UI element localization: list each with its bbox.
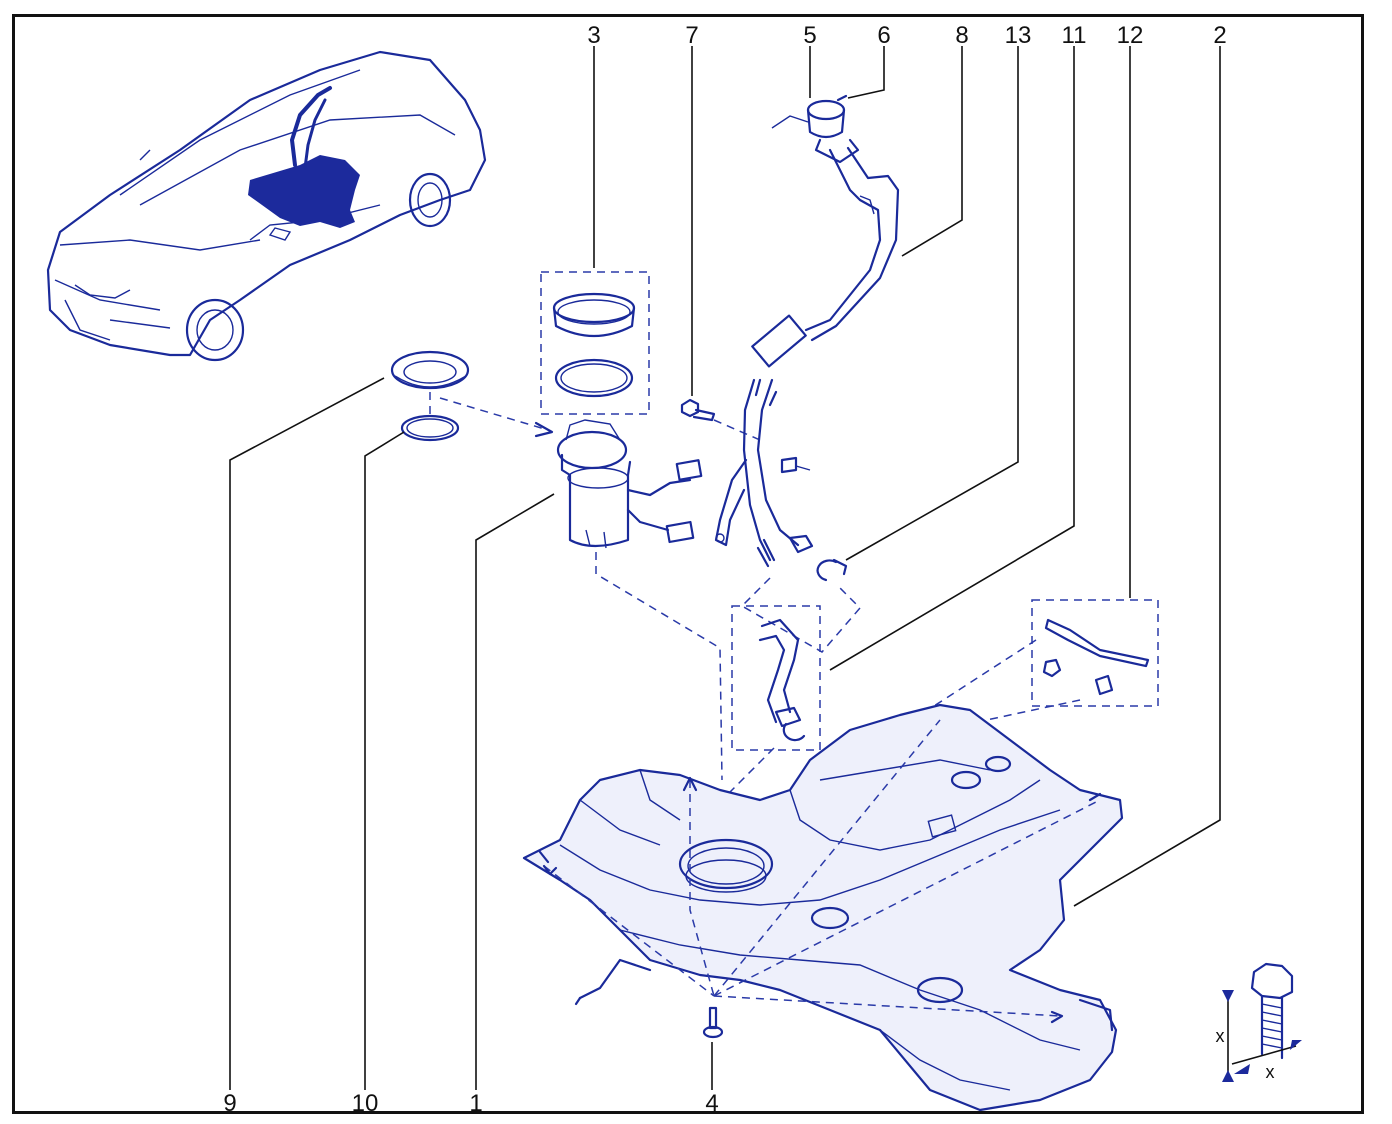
callout-9: 9 (223, 1090, 237, 1117)
part-11-connecting-hose-group (711, 605, 821, 811)
part-1-fuel-pump-module (556, 419, 723, 781)
bolt-dimension-inset (1222, 962, 1302, 1082)
callout-7: 7 (685, 22, 699, 49)
bolt-dimension-label-vertical: x (1215, 1026, 1225, 1046)
callout-12: 12 (1116, 22, 1144, 49)
callout-1: 1 (469, 1090, 483, 1117)
part-4-tank-bolt (702, 1006, 724, 1039)
part-13-hose-clip (740, 558, 862, 653)
vehicle-overview-illustration (46, 50, 487, 362)
part-5-6-filler-cap (771, 94, 860, 164)
callout-13: 13 (1004, 22, 1032, 49)
callout-11: 11 (1061, 22, 1087, 49)
callout-8: 8 (955, 22, 969, 49)
callout-5: 5 (803, 22, 817, 49)
part-8-filler-pipe (714, 146, 900, 568)
part-7-bolt (680, 398, 761, 441)
callout-6: 6 (877, 22, 891, 49)
bolt-dimension-label-horizontal: x (1265, 1062, 1275, 1082)
callout-3: 3 (587, 22, 601, 49)
callout-2: 2 (1213, 22, 1227, 49)
callout-10: 10 (351, 1090, 379, 1117)
part-3-lock-ring-seal-group (540, 271, 650, 415)
part-2-fuel-tank (522, 703, 1124, 1112)
part-9-10-ring-seal (390, 350, 554, 442)
callout-4: 4 (705, 1090, 719, 1117)
callout-leader-lines (229, 46, 1221, 1090)
